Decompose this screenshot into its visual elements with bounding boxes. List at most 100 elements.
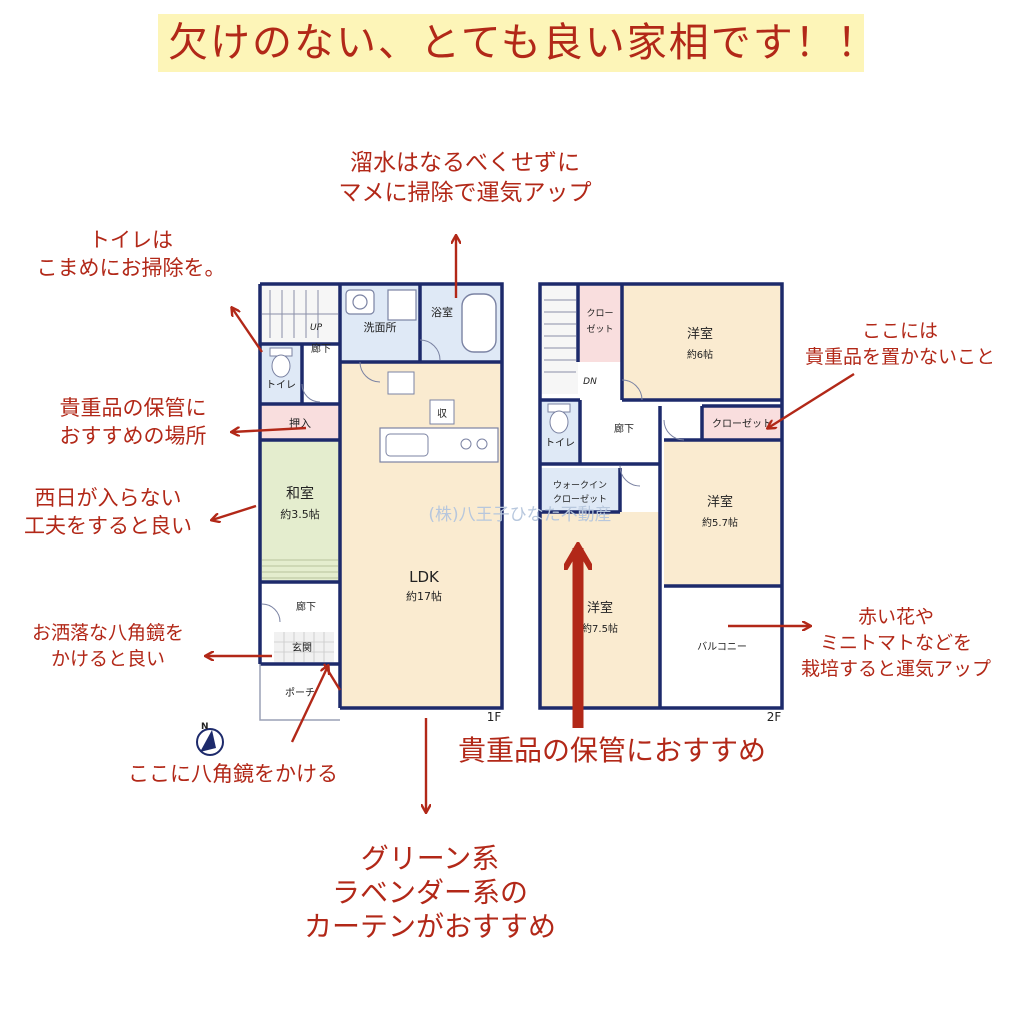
note-curtains: グリーン系 ラベンダー系の カーテンがおすすめ: [270, 842, 590, 944]
floor-2-label: 2F: [767, 710, 782, 724]
toilet-fixture-2f: [547, 403, 571, 434]
bathtub-icon: [461, 293, 497, 353]
entrance-tiles: [274, 632, 334, 662]
note-mirror-stylish-line-1: お洒落な八角鏡を: [31, 622, 184, 644]
note-balcony-line-3: 栽培すると運気アップ: [800, 658, 991, 680]
note-west-sun-line-2: 工夫をすると良い: [24, 514, 192, 538]
watermark: (株)八王子ひなた不動産: [428, 505, 611, 525]
hall-label-2f: 廊下: [614, 422, 634, 435]
toilet-label-1f: トイレ: [266, 380, 296, 391]
japanese-room-size: 約3.5帖: [280, 507, 320, 521]
door-swings-1f: [261, 339, 441, 623]
note-no-valuables: ここには 貴重品を置かないこと: [790, 318, 1010, 370]
note-toilet-line-2: こまめにお掃除を。: [36, 256, 226, 280]
western-room-a-label: 洋室: [687, 326, 713, 342]
up-label: UP: [310, 323, 323, 333]
porch-label: ポーチ: [285, 687, 315, 699]
walkin-label-1: ウォークイン: [553, 480, 607, 491]
hall-top-label: 廊下: [311, 342, 331, 355]
closet-top-label-2: ゼット: [586, 323, 613, 335]
hall-bottom-label: 廊下: [296, 600, 316, 613]
walkin-closet-area: [540, 468, 620, 512]
note-no-valuables-line-1: ここには: [861, 320, 938, 342]
note-toilet: トイレは こまめにお掃除を。: [12, 226, 250, 282]
compass-icon: N: [196, 722, 224, 756]
floor-1-label: 1F: [487, 710, 502, 724]
page-title: 欠けのない、とても良い家相です！！: [168, 20, 879, 66]
stairs-2f: [544, 299, 576, 373]
note-curtains-line-2: ラベンダー系の: [331, 876, 528, 909]
tatami-lines: [262, 559, 338, 579]
closet-area-1f: [260, 404, 340, 440]
annotation-arrows: [206, 236, 855, 812]
closet-label-1f: 押入: [289, 416, 311, 430]
walls-2f: [538, 282, 784, 710]
closet-mid-label: クローゼット: [712, 418, 772, 430]
western-room-a-area: [622, 284, 782, 400]
hall-area-2f: [580, 400, 660, 464]
stairs-1f: [262, 290, 338, 338]
note-no-valuables-line-2: 貴重品を置かないこと: [804, 346, 995, 368]
note-water: 溜水はなるべくせずに マメに掃除で運気アップ: [290, 148, 640, 208]
note-mirror-here: ここに八角鏡をかける: [128, 762, 338, 786]
western-room-b-size: 約5.7帖: [702, 516, 738, 529]
ldk-label: LDK: [409, 568, 440, 586]
japanese-room-area: [260, 440, 340, 582]
arrow-no-valuables: [768, 372, 855, 428]
note-valuables-storage-line-1: 貴重品の保管に: [59, 396, 207, 420]
dn-label: DN: [583, 377, 597, 387]
walkin-label-2: クローゼット: [553, 493, 607, 505]
note-valuables-storage-line-2: おすすめの場所: [59, 424, 207, 448]
note-curtains-line-3: カーテンがおすすめ: [303, 910, 556, 943]
note-curtains-line-1: グリーン系: [360, 842, 500, 875]
title-banner: 欠けのない、とても良い家相です！！: [158, 14, 877, 72]
toilet-label-2f: トイレ: [545, 438, 575, 449]
western-room-c-area: [540, 512, 660, 708]
note-balcony-line-1: 赤い花や: [857, 606, 934, 628]
arrow-mirror-tick: [322, 663, 342, 691]
note-west-sun: 西日が入らない 工夫をすると良い: [10, 484, 206, 540]
door-swings-2f: [619, 379, 685, 487]
hall-top-area: [302, 344, 340, 404]
note-water-line-1: 溜水はなるべくせずに: [350, 150, 580, 176]
note-valuables-storage: 貴重品の保管に おすすめの場所: [30, 394, 236, 450]
compass-n-label: N: [201, 722, 209, 732]
washroom-fixtures: [345, 289, 417, 321]
note-balcony-line-2: ミニトマトなどを: [819, 632, 972, 654]
kitchen-counter: [379, 371, 499, 463]
western-room-c-label: 洋室: [587, 600, 613, 616]
arrow-west-sun: [212, 504, 257, 520]
arrow-toilet: [232, 308, 263, 353]
washroom-label: 洗面所: [364, 321, 397, 334]
western-room-a-size: 約6帖: [687, 348, 713, 361]
entrance-label: 玄関: [292, 641, 312, 654]
floor-2-plan: クロー ゼット 洋室 約6帖 DN トイレ 廊下 クローゼット ウォークイン ク…: [538, 282, 784, 724]
western-room-c-size: 約7.5帖: [582, 622, 618, 635]
note-valuables-recommend: 貴重品の保管におすすめ: [458, 734, 767, 767]
hall-bottom-area: [260, 590, 340, 640]
note-mirror-stylish-line-2: かけると良い: [50, 648, 165, 670]
closet-top-label-1: クロー: [586, 308, 613, 319]
ldk-area: [340, 362, 502, 708]
japanese-room-label: 和室: [286, 485, 314, 502]
closet-top-area: [578, 284, 622, 362]
ldk-size: 約17帖: [406, 589, 442, 603]
note-toilet-line-1: トイレは: [89, 228, 173, 252]
toilet-fixture-1f: [269, 347, 293, 378]
balcony-area: [664, 588, 782, 708]
stair-area-2f: [540, 284, 578, 394]
storage-label: 収: [437, 408, 447, 420]
note-mirror-stylish: お洒落な八角鏡を かけると良い: [10, 620, 206, 672]
note-west-sun-line-1: 西日が入らない: [34, 486, 182, 510]
western-room-b-label: 洋室: [707, 494, 733, 510]
note-balcony: 赤い花や ミニトマトなどを 栽培すると運気アップ: [778, 604, 1014, 682]
note-water-line-2: マメに掃除で運気アップ: [338, 180, 592, 206]
balcony-label: バルコニー: [697, 641, 747, 653]
bath-label: 浴室: [431, 305, 453, 319]
porch-outline: [259, 664, 340, 721]
western-room-b-area: [664, 440, 782, 586]
floor-1-plan: UP 廊下 トイレ 洗面所 浴室 押入 収 和室 約3.5帖 LDK 約17帖 …: [258, 282, 504, 724]
arrow-valuables-storage: [232, 428, 307, 432]
arrow-mirror-here: [290, 666, 328, 743]
